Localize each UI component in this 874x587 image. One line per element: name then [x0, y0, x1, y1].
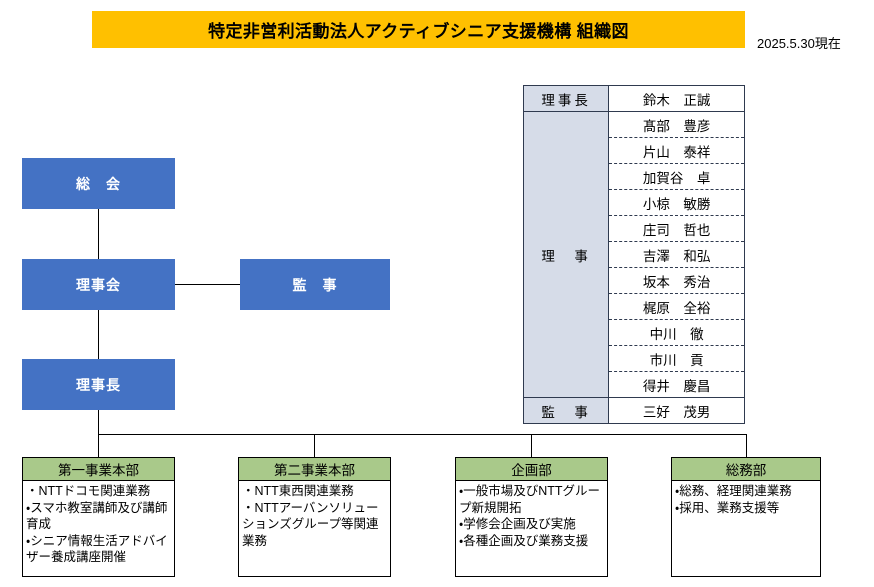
officer-row: 市川 貢	[524, 345, 745, 372]
officer-row: 加賀谷 卓	[524, 163, 745, 190]
connector-department-bus	[98, 434, 747, 435]
officer-name: 鈴木 正誠	[608, 85, 745, 112]
officer-name: 中川 徹	[608, 319, 745, 346]
node-chairman[interactable]: 理事長	[22, 359, 175, 410]
officer-role-label: 理事長	[523, 85, 610, 112]
department-duty-list: ・一般市場及びNTTグループ新規開拓 ・学修会企画及び実施 ・各種企画及び業務支…	[456, 481, 607, 576]
department-title: 第一事業本部	[23, 458, 174, 481]
department-title: 総務部	[672, 458, 820, 481]
node-general-meeting[interactable]: 総 会	[22, 158, 175, 209]
officers-roster-table: 理事長鈴木 正誠理 事髙部 豊彦片山 泰祥加賀谷 卓小椋 敏勝庄司 哲也吉澤 和…	[523, 85, 745, 424]
officer-name: 梶原 全裕	[608, 293, 745, 320]
department-duty-item: ・NTTドコモ関連業務	[26, 484, 151, 498]
department-duty-item: ・各種企画及び業務支援	[459, 533, 589, 548]
officer-row: 吉澤 和弘	[524, 241, 745, 268]
officer-name: 吉澤 和弘	[608, 241, 745, 268]
page-title: 特定非営利活動法人アクティブシニア支援機構 組織図	[208, 22, 629, 41]
node-board-of-directors[interactable]: 理事会	[22, 259, 175, 310]
officer-name: 髙部 豊彦	[608, 111, 745, 138]
officer-row: 得井 慶昌	[524, 371, 745, 398]
connector-board-to-auditor	[175, 284, 240, 285]
department-duty-item: ・学修会企画及び実施	[459, 517, 576, 531]
officer-name: 庄司 哲也	[608, 215, 745, 242]
officer-row: 監 事 三好 茂男	[523, 397, 745, 424]
node-auditor[interactable]: 監 事	[240, 259, 390, 310]
officer-name: 坂本 秀治	[608, 267, 745, 294]
department-card[interactable]: 第一事業本部 ・NTTドコモ関連業務 ・スマホ教室講師及び講師育成 ・シニア情報…	[22, 457, 175, 577]
officer-row: 理事長鈴木 正誠	[523, 85, 745, 112]
department-card[interactable]: 第二事業本部 ・NTT東西関連業務 ・NTTアーバンソリューションズグループ等関…	[238, 457, 391, 577]
connector-drop-dept-3	[746, 434, 747, 457]
officer-name: 市川 貢	[608, 345, 745, 372]
department-duty-item: ・NTTアーバンソリューションズグループ等関連業務	[242, 500, 379, 548]
node-general-meeting-label: 総 会	[76, 175, 121, 192]
officer-name: 小椋 敏勝	[608, 189, 745, 216]
officer-name: 加賀谷 卓	[608, 163, 745, 190]
department-duty-item: ・シニア情報生活アドバイザー養成講座開催	[26, 533, 168, 565]
connector-board-to-chairman	[98, 310, 99, 359]
department-card[interactable]: 総務部 ・総務、経理関連業務 ・採用、業務支援等	[671, 457, 821, 577]
connector-drop-dept-1	[314, 434, 315, 457]
department-duty-item: ・一般市場及びNTTグループ新規開拓	[459, 484, 601, 515]
node-board-of-directors-label: 理事会	[76, 276, 121, 293]
officer-name: 片山 泰祥	[608, 137, 745, 164]
department-duty-item: ・NTT東西関連業務	[242, 484, 354, 498]
department-title: 企画部	[456, 458, 607, 481]
department-duty-list: ・総務、経理関連業務 ・採用、業務支援等	[672, 481, 820, 576]
connector-general-meeting-to-board	[98, 209, 99, 259]
officer-row: 中川 徹	[524, 319, 745, 346]
officer-name: 得井 慶昌	[608, 371, 745, 398]
department-card[interactable]: 企画部 ・一般市場及びNTTグループ新規開拓 ・学修会企画及び実施 ・各種企画及…	[455, 457, 608, 577]
department-duty-item: ・スマホ教室講師及び講師育成	[26, 500, 168, 532]
department-duty-item: ・総務、経理関連業務	[675, 484, 792, 498]
node-auditor-label: 監 事	[292, 276, 338, 293]
officer-row: 片山 泰祥	[524, 137, 745, 164]
officer-row: 坂本 秀治	[524, 267, 745, 294]
department-duty-list: ・NTTドコモ関連業務 ・スマホ教室講師及び講師育成 ・シニア情報生活アドバイザ…	[23, 481, 174, 576]
officer-role-label: 理 事	[523, 111, 610, 398]
title-banner: 特定非営利活動法人アクティブシニア支援機構 組織図	[92, 11, 745, 48]
connector-chairman-to-bus	[98, 410, 99, 434]
as-of-date: 2025.5.30現在	[757, 36, 841, 51]
officer-row: 梶原 全裕	[524, 293, 745, 320]
node-chairman-label: 理事長	[76, 376, 121, 393]
officer-role-label: 監 事	[523, 397, 610, 424]
officer-name: 三好 茂男	[642, 404, 711, 420]
connector-drop-dept-2	[531, 434, 532, 457]
department-duty-list: ・NTT東西関連業務 ・NTTアーバンソリューションズグループ等関連業務	[239, 481, 390, 576]
officers-roster-body: 理事長鈴木 正誠理 事髙部 豊彦片山 泰祥加賀谷 卓小椋 敏勝庄司 哲也吉澤 和…	[523, 85, 745, 424]
officer-row: 小椋 敏勝	[524, 189, 745, 216]
officer-row: 庄司 哲也	[524, 215, 745, 242]
officer-row: 理 事髙部 豊彦	[523, 111, 745, 398]
department-duty-item: ・採用、業務支援等	[675, 500, 780, 515]
connector-drop-dept-0	[98, 434, 99, 457]
department-title: 第二事業本部	[239, 458, 390, 481]
